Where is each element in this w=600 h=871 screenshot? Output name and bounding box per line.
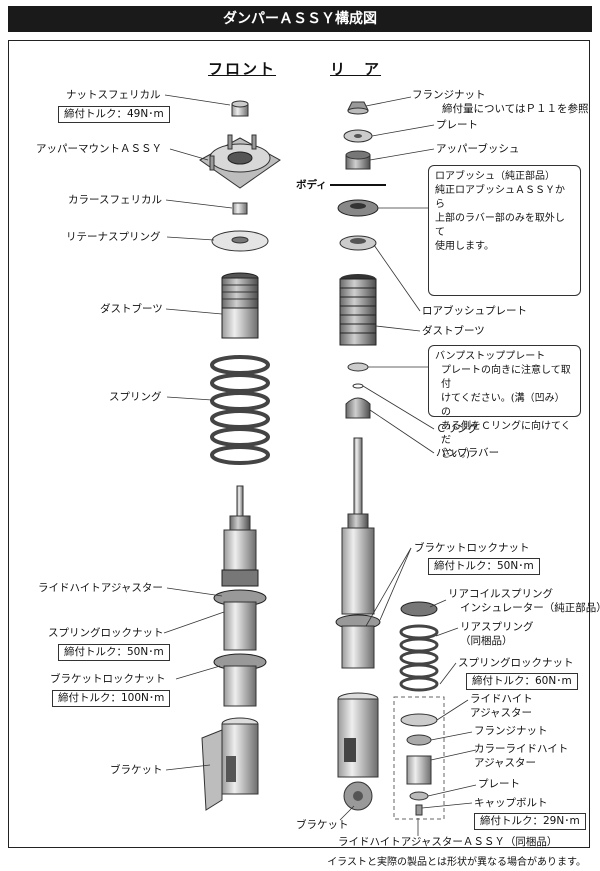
- label-cap-bolt: キャップボルト: [474, 797, 548, 809]
- label-rear-ride-height-2: アジャスター: [470, 707, 533, 719]
- rear-bracket: [337, 692, 379, 811]
- torque-rear-bracket-lock: 締付トルク：50N･m: [428, 558, 540, 575]
- bump-stop-callout-line-3: ある側をＣリングに向けてくだ: [441, 421, 571, 446]
- front-upper-mount: [199, 134, 281, 189]
- label-ride-height-adjuster: ライドハイトアジャスター: [38, 582, 163, 594]
- rear-c-ring: [352, 383, 364, 389]
- torque-rear-spring-lock: 締付トルク：60N･m: [466, 673, 578, 690]
- front-retainer-spring: [211, 230, 269, 252]
- rear-cap-bolt: [415, 804, 423, 816]
- label-rear-flange-nut-2: フランジナット: [474, 725, 548, 737]
- section-front: フロント: [208, 60, 277, 78]
- lower-bush-callout-title: ロアブッシュ（純正部品）: [435, 171, 555, 182]
- label-upper-bush: アッパーブッシュ: [436, 143, 520, 155]
- label-flange-nut: フランジナット: [412, 89, 486, 101]
- rear-collar-ride-height: [406, 755, 432, 785]
- front-damper-drawing: [199, 100, 281, 811]
- label-rear-bracket: ブラケット: [296, 819, 349, 831]
- label-collar-ride-height-2: アジャスター: [474, 757, 537, 769]
- label-rear-spring-1: リアスプリング: [460, 621, 534, 633]
- label-front-dust-boot: ダストブーツ: [100, 303, 163, 315]
- label-rear-plate: プレート: [436, 119, 478, 131]
- front-spring: [210, 355, 270, 465]
- torque-nut-spherical: 締付トルク：49N･m: [58, 106, 170, 123]
- label-rear-ride-height-1: ライドハイト: [470, 693, 533, 705]
- section-rear: リ ア: [330, 60, 382, 78]
- label-bump-rubber: バンプラバー: [436, 447, 500, 459]
- bump-stop-callout: バンプストッププレート プレートの向きに注意して取付 けてください。(溝（凹み）…: [428, 345, 581, 460]
- label-retainer-spring: リテーナスプリング: [66, 231, 161, 243]
- leader-lines: [163, 94, 477, 836]
- rear-plate: [343, 129, 373, 143]
- label-adjuster-assy: ライドハイトアジャスターＡＳＳＹ（同梱品）: [338, 836, 558, 848]
- torque-front-bracket-lock: 締付トルク：100N･m: [52, 690, 171, 707]
- rear-dust-boot: [339, 274, 377, 346]
- label-front-bracket: ブラケット: [110, 764, 163, 776]
- label-front-spring-lock-nut: スプリングロックナット: [48, 627, 164, 639]
- adjuster-assy-outline: [393, 696, 445, 820]
- bump-stop-callout-line-1: プレートの向きに注意して取付: [441, 365, 571, 390]
- label-coil-insulator-2: インシュレーター（純正部品）: [460, 602, 600, 614]
- bump-stop-callout-line-4: さい。): [441, 449, 470, 460]
- diagram-frame: [8, 40, 590, 848]
- front-collar-spherical: [232, 202, 248, 215]
- label-rear-dust-boot: ダストブーツ: [422, 325, 485, 337]
- bump-stop-callout-line-2: けてください。(溝（凹み）の: [441, 393, 565, 418]
- label-lower-bush-plate: ロアブッシュプレート: [422, 305, 527, 317]
- bump-stop-callout-title: バンプストッププレート: [435, 351, 546, 362]
- rear-damper-body: [335, 437, 381, 669]
- label-coil-insulator-1: リアコイルスプリング: [448, 588, 553, 600]
- label-collar-ride-height-1: カラーライドハイト: [474, 743, 569, 755]
- label-body: ボディ: [296, 179, 327, 191]
- rear-lower-bush: [337, 199, 379, 217]
- front-damper-body: [213, 485, 267, 707]
- label-front-spring: スプリング: [109, 391, 162, 403]
- rear-coil-insulator: [400, 601, 438, 617]
- front-bracket: [201, 717, 259, 811]
- rear-lower-bush-plate: [339, 235, 377, 251]
- rear-damper-drawing: [330, 101, 569, 820]
- label-rear-spring-2: （同梱品）: [460, 635, 513, 647]
- label-collar-spherical: カラースフェリカル: [68, 194, 162, 206]
- label-front-bracket-lock-nut: ブラケットロックナット: [50, 673, 166, 685]
- rear-bump-stop-plate: [347, 362, 369, 372]
- lower-bush-callout-line-3: 使用します。: [435, 241, 494, 252]
- label-upper-mount: アッパーマウントＡＳＳＹ: [36, 143, 162, 155]
- label-rear-plate-2: プレート: [478, 778, 520, 790]
- label-flange-nut-note: 締付量についてはＰ１１を参照: [442, 103, 589, 115]
- torque-front-spring-lock: 締付トルク：50N･m: [58, 644, 170, 661]
- rear-flange-nut: [347, 101, 369, 115]
- label-nut-spherical: ナットスフェリカル: [66, 89, 161, 101]
- label-rear-spring-lock-nut: スプリングロックナット: [458, 657, 574, 669]
- lower-bush-callout-line-2: 上部のラバー部のみを取外して: [435, 213, 565, 238]
- rear-spring: [399, 624, 439, 692]
- rear-plate-2: [409, 791, 429, 801]
- front-dust-boot: [221, 272, 259, 339]
- torque-cap-bolt: 締付トルク：29N･m: [474, 813, 586, 830]
- lower-bush-callout: ロアブッシュ（純正部品） 純正ロアブッシュＡＳＳＹから 上部のラバー部のみを取外…: [428, 165, 581, 296]
- footnote: イラストと実際の製品とは形状が異なる場合があります。: [327, 857, 586, 868]
- label-rear-bracket-lock-nut: ブラケットロックナット: [414, 542, 530, 554]
- rear-upper-bush: [345, 150, 371, 170]
- lower-bush-callout-line-1: 純正ロアブッシュＡＳＳＹから: [435, 185, 565, 210]
- page-title: ダンパーＡＳＳＹ構成図: [8, 6, 592, 32]
- front-nut-spherical: [231, 100, 249, 117]
- rear-bump-rubber: [345, 397, 371, 419]
- label-c-ring: Ｃリング: [436, 423, 478, 435]
- rear-flange-nut-2: [406, 734, 432, 746]
- rear-ride-height-adjuster: [400, 713, 438, 727]
